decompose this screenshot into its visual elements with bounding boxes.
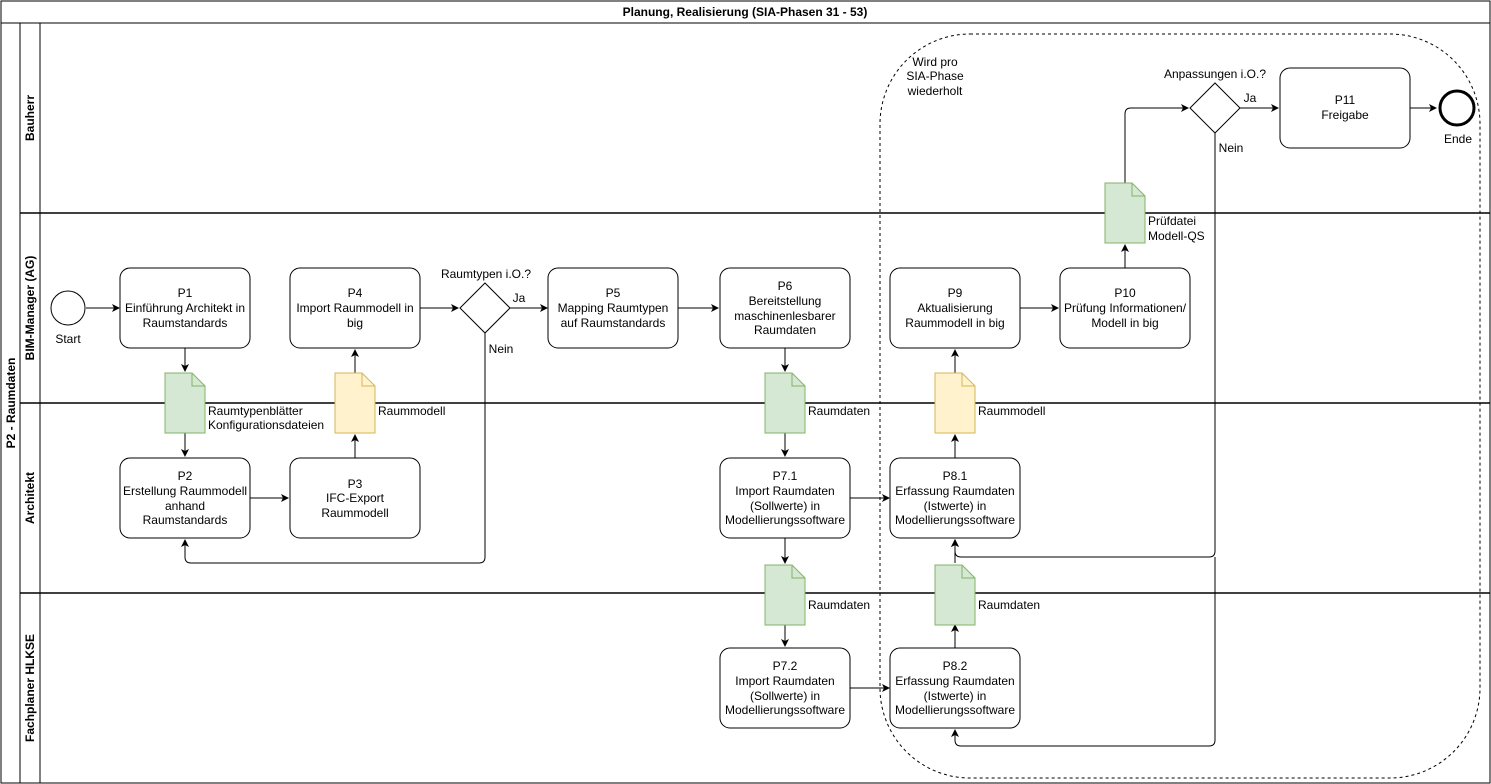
doc-raumdaten-3-label: Raumdaten: [978, 598, 1040, 612]
doc-pruefdatei-label-2: Modell-QS: [1148, 229, 1205, 243]
doc-raumtypenblaetter[interactable]: Raumtypenblätter Konfigurationsdateien: [164, 372, 324, 434]
doc-raumdaten-1-label: Raumdaten: [808, 404, 870, 418]
doc-raummodell-1-label: Raummodell: [378, 404, 445, 418]
lanes: Bauherr BIM-Manager (AG) Architekt Fachp…: [20, 95, 1490, 742]
doc-raumtypenblaetter-label-1: Raumtypenblätter: [208, 404, 303, 418]
start-event[interactable]: Start: [50, 290, 86, 346]
doc-raumdaten-1[interactable]: Raumdaten: [764, 372, 870, 434]
start-label: Start: [55, 332, 81, 346]
connectors: [86, 104, 1437, 747]
doc-raumdaten-2-label: Raumdaten: [808, 598, 870, 612]
repeat-group: Wird pro SIA-Phase wiederholt: [879, 33, 1481, 779]
end-label: Ende: [1444, 132, 1472, 146]
gateway-raumtypen[interactable]: Raumtypen i.O.? Ja Nein: [441, 267, 531, 356]
group-label-3: wiederholt: [907, 84, 963, 98]
doc-pruefdatei[interactable]: Prüfdatei Modell-QS: [1104, 182, 1205, 244]
doc-raummodell-2[interactable]: Raummodell: [934, 372, 1045, 434]
gateway-raumtypen-label: Raumtypen i.O.?: [441, 267, 531, 281]
end-event[interactable]: Ende: [1438, 89, 1476, 146]
pool-title: Planung, Realisierung (SIA-Phasen 31 - 5…: [623, 5, 868, 19]
doc-raummodell-1[interactable]: Raummodell: [334, 372, 445, 434]
doc-raumtypenblaetter-label-2: Konfigurationsdateien: [208, 418, 324, 432]
doc-raumdaten-3[interactable]: Raumdaten: [934, 564, 1040, 626]
doc-pruefdatei-label-1: Prüfdatei: [1148, 214, 1196, 228]
gateway-anpassungen-no: Nein: [1219, 141, 1244, 155]
gateway-raumtypen-no: Nein: [489, 342, 514, 356]
lane-bim-manager: BIM-Manager (AG): [23, 256, 37, 361]
gateway-anpassungen[interactable]: Anpassungen i.O.? Ja Nein: [1164, 67, 1266, 155]
lane-fachplaner: Fachplaner HLKSE: [23, 634, 37, 742]
doc-raummodell-2-label: Raummodell: [978, 404, 1045, 418]
gateway-anpassungen-label: Anpassungen i.O.?: [1164, 67, 1266, 81]
pool-name: P2 - Raumdaten: [4, 358, 18, 449]
lane-architekt: Architekt: [23, 472, 37, 524]
group-label-2: SIA-Phase: [906, 69, 964, 83]
gateway-raumtypen-yes: Ja: [513, 291, 526, 305]
lane-bauherr: Bauherr: [23, 95, 37, 141]
group-label-1: Wird pro: [912, 55, 958, 69]
doc-raumdaten-2[interactable]: Raumdaten: [764, 564, 870, 626]
gateway-anpassungen-yes: Ja: [1244, 91, 1257, 105]
